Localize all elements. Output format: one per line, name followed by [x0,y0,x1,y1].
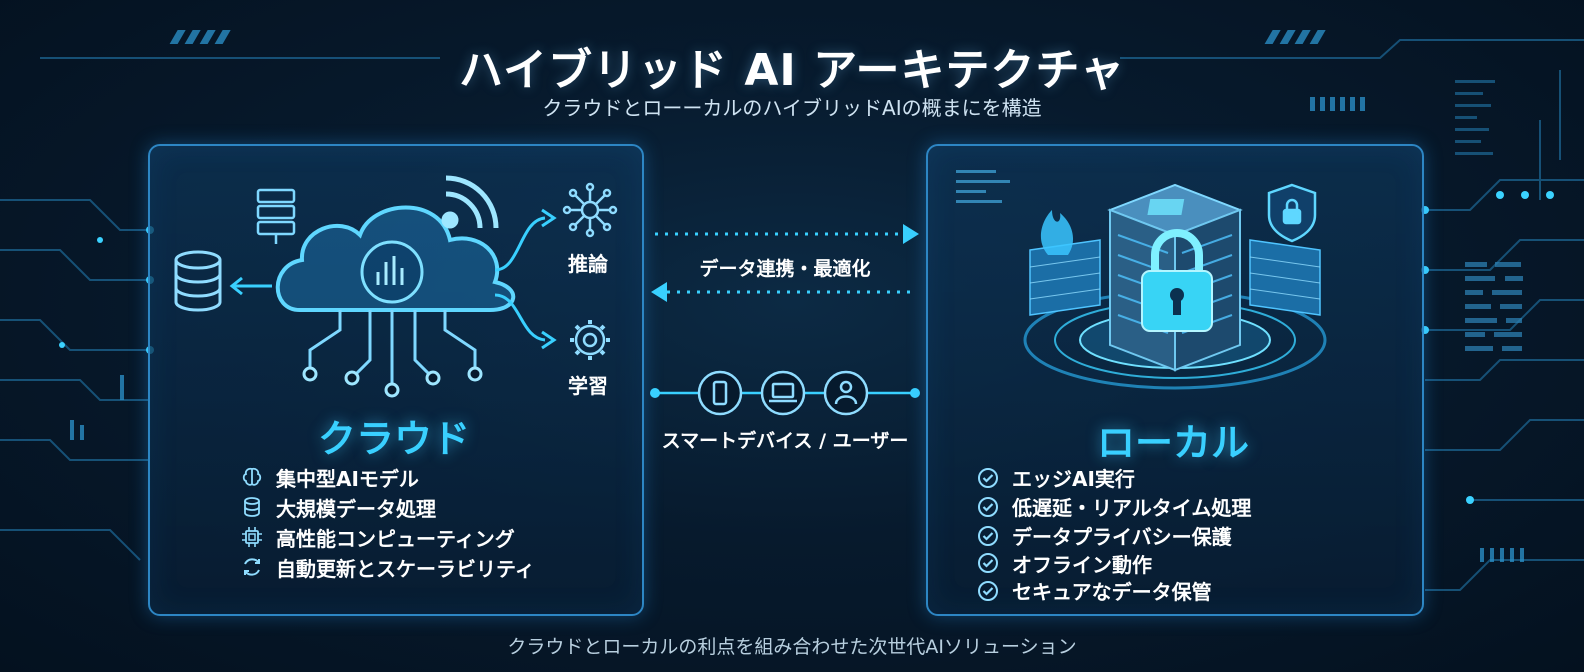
cloud-title: クラウド [317,417,470,461]
flame-icon [1040,210,1074,255]
cloud-feature-label: 集中型AIモデル [276,466,419,491]
devices-label: スマートデバイス / ユーザー [661,430,909,452]
sync-arrows [650,224,920,416]
local-feature-item: セキュアなデータ保管 [976,576,1251,605]
footer-caption: クラウドとローカルの利点を組み合わせた次世代AIソリューション [507,636,1077,658]
cloud-feature-label: 大規模データ処理 [276,496,436,521]
database-icon [244,497,260,517]
page-title: ハイブリッド AI アーキテクチャ [458,45,1126,96]
sync-label: データ連携・最適化 [699,258,871,280]
laptop-icon [760,370,806,416]
cloud-feature-item: 大規模データ処理 [240,492,535,522]
check-circle-icon [978,525,998,546]
cloud-feature-list: 集中型AIモデル 大規模データ処理 高性能コンピューティング 自動更新とスケーラ… [240,462,535,582]
cloud-feature-item: 集中型AIモデル [240,462,535,492]
padlock-icon [1141,229,1213,332]
cloud-feature-label: 高性能コンピューティング [276,526,515,551]
cloud-feature-item: 自動更新とスケーラビリティ [240,552,535,582]
local-title: ローカル [1096,421,1249,465]
local-feature-label: データプライバシー保護 [1012,525,1232,549]
local-server-illustration [956,170,1327,390]
local-feature-item: エッジAI実行 [976,463,1251,492]
refresh-icon [244,558,260,576]
arrow-left-icon [229,276,272,296]
user-icon [823,370,869,416]
cloud-feature-item: 高性能コンピューティング [240,522,535,552]
check-circle-icon [978,496,998,517]
arrow-right-icon [903,224,919,244]
chart-icon [360,240,424,304]
cloud-feature-label: 自動更新とスケーラビリティ [276,556,535,581]
inference-label: 推論 [568,252,608,276]
local-feature-label: 低遅延・リアルタイム処理 [1012,496,1252,520]
local-feature-item: データプライバシー保護 [976,521,1251,550]
gear-icon [570,320,610,360]
brain-icon [242,467,262,486]
shield-lock-icon [1267,183,1317,243]
arrow-left-icon [651,282,667,302]
local-feature-label: エッジAI実行 [1012,467,1135,491]
server-icon [256,188,296,244]
cloud-panel [148,144,644,616]
smartphone-icon [697,370,743,416]
database-icon [174,250,222,312]
check-circle-icon [978,467,998,488]
local-feature-label: オフライン動作 [1012,552,1152,577]
local-feature-list: エッジAI実行 低遅延・リアルタイム処理 データプライバシー保護 オフライン動作… [976,463,1251,605]
network-nodes-icon [562,182,618,238]
local-feature-item: 低遅延・リアルタイム処理 [976,492,1251,521]
page-subtitle: クラウドとローーカルのハイブリッドAIの概まにを構造 [542,96,1042,120]
local-feature-label: セキュアなデータ保管 [1012,580,1212,604]
local-feature-item: オフライン動作 [976,550,1251,577]
chip-icon [242,527,262,547]
training-label: 学習 [568,374,608,398]
wifi-icon [441,175,499,229]
cloud-ai-illustration [174,175,618,398]
check-circle-icon [978,553,998,573]
check-circle-icon [978,580,998,601]
